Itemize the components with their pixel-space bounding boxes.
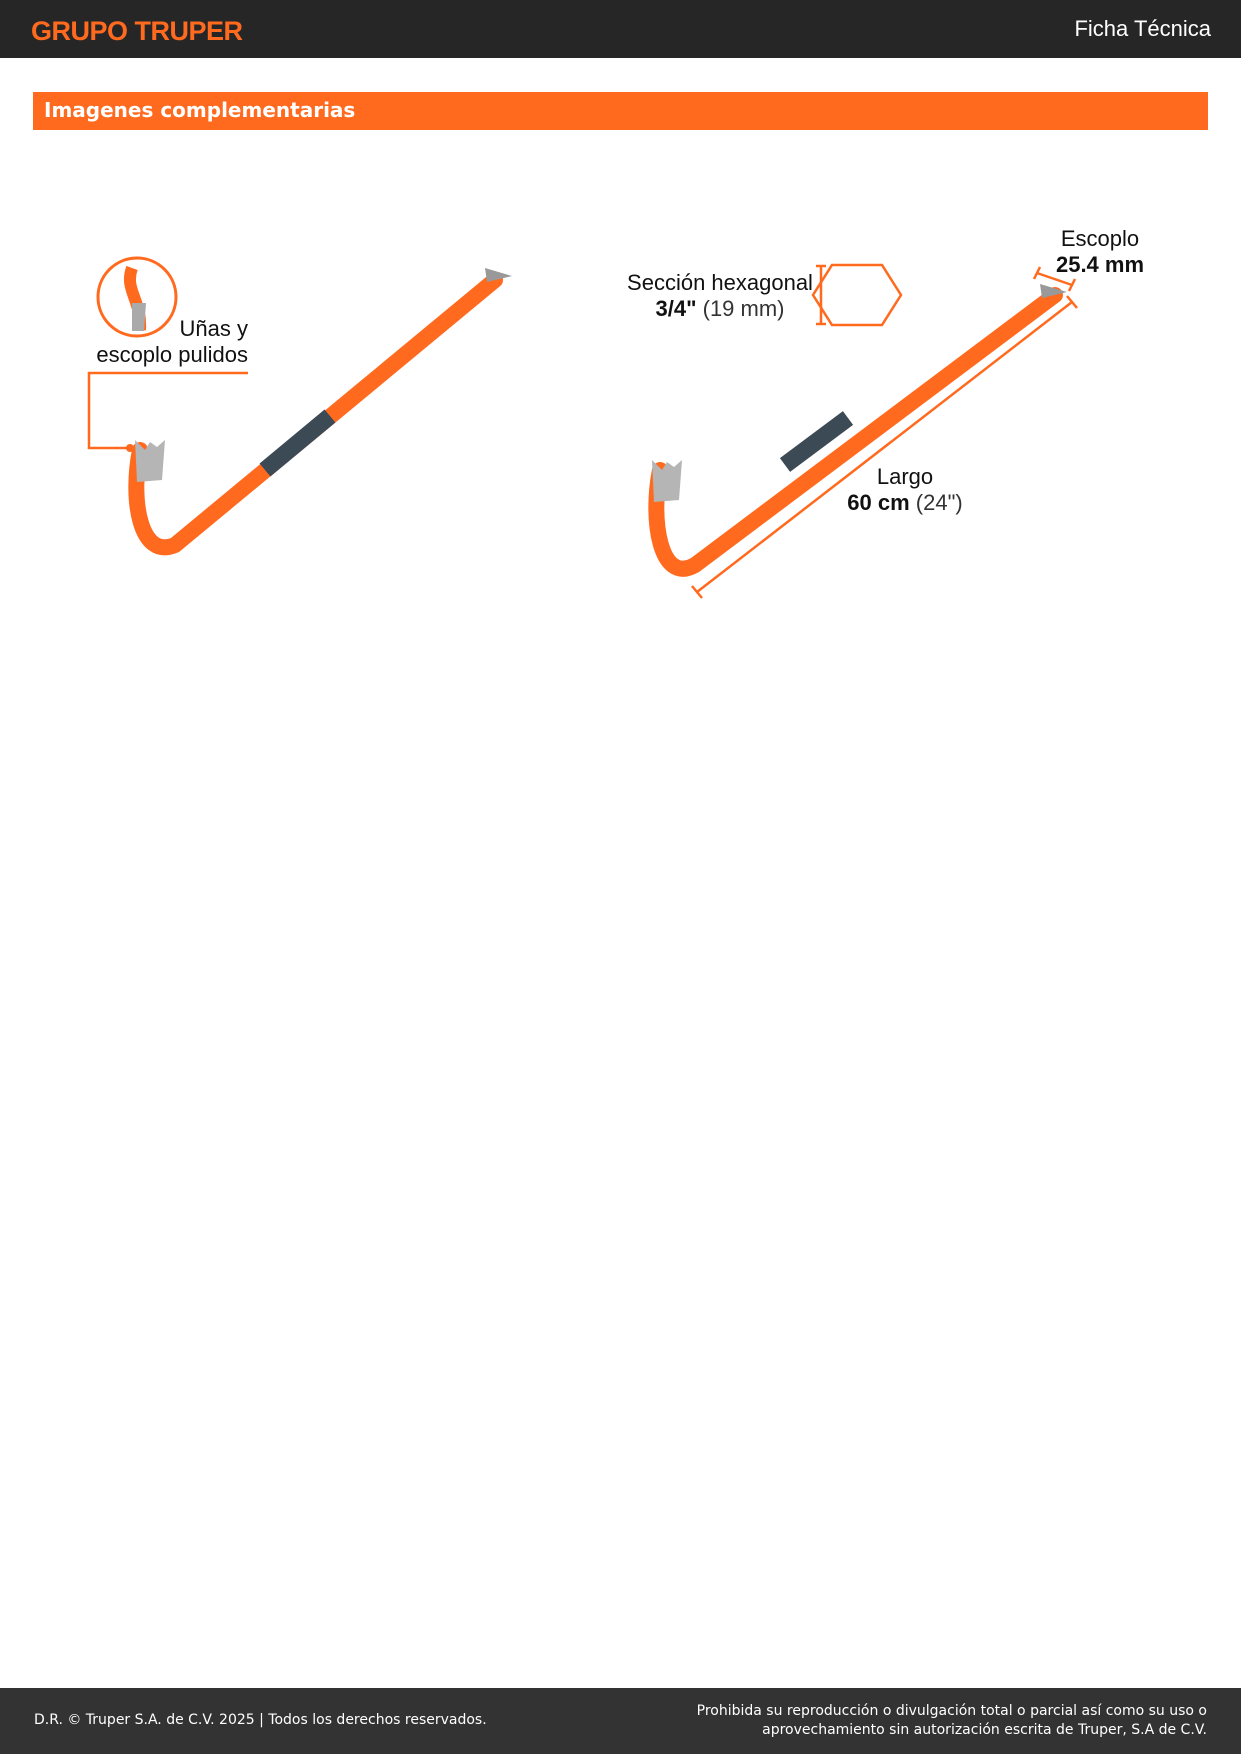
length-in: (24")	[915, 490, 963, 515]
hex-section-label: Sección hexagonal 3/4" (19 mm)	[620, 270, 820, 322]
detail-claw-metal	[132, 303, 146, 331]
legal-notice: Prohibida su reproducción o divulgación …	[697, 1702, 1207, 1740]
callout-polished-label: Uñas y escoplo pulidos	[96, 316, 248, 368]
footer: D.R. © Truper S.A. de C.V. 2025 | Todos …	[0, 1688, 1241, 1754]
legal-line1: Prohibida su reproducción o divulgación …	[696, 1703, 1207, 1719]
product-illustrations	[87, 256, 1078, 599]
right-claw-metal	[652, 460, 682, 502]
left-label-band	[259, 409, 336, 477]
left-claw-metal	[135, 440, 165, 482]
copyright: D.R. © Truper S.A. de C.V. 2025 | Todos …	[34, 1712, 487, 1728]
chisel-title: Escoplo	[1060, 226, 1140, 251]
callout-line	[87, 371, 248, 450]
length-title: Largo	[876, 464, 934, 489]
right-crowbar-image	[648, 263, 1078, 599]
header-title: Ficha Técnica	[1074, 16, 1211, 41]
callout-line1: Uñas y	[179, 316, 248, 341]
chisel-label: Escoplo 25.4 mm	[1040, 226, 1160, 278]
chisel-dimension-line	[1032, 266, 1077, 292]
callout-line2: escoplo pulidos	[96, 342, 248, 367]
grupo-truper-logo: GRUPO TRUPER	[31, 16, 243, 46]
chisel-size: 25.4 mm	[1055, 252, 1145, 277]
left-chisel-metal	[485, 268, 512, 282]
section-title: Imagenes complementarias	[33, 92, 1208, 130]
hex-size-mm: (19 mm)	[702, 296, 785, 321]
header: GRUPO TRUPER Ficha Técnica	[0, 0, 1241, 58]
right-label-band	[779, 411, 854, 472]
left-crowbar-image	[87, 256, 512, 556]
length-cm: 60 cm	[847, 490, 910, 515]
hex-dimension-line	[816, 264, 826, 326]
right-crowbar-body	[648, 287, 1063, 577]
hex-size: 3/4"	[655, 296, 697, 321]
right-chisel-metal	[1040, 284, 1067, 298]
hexagon-icon	[811, 263, 903, 327]
hex-label: Sección hexagonal	[627, 270, 813, 295]
length-dimension-line	[691, 295, 1078, 599]
length-label: Largo 60 cm (24")	[820, 464, 990, 516]
legal-line2: aprovechamiento sin autorización escrita…	[762, 1722, 1207, 1738]
